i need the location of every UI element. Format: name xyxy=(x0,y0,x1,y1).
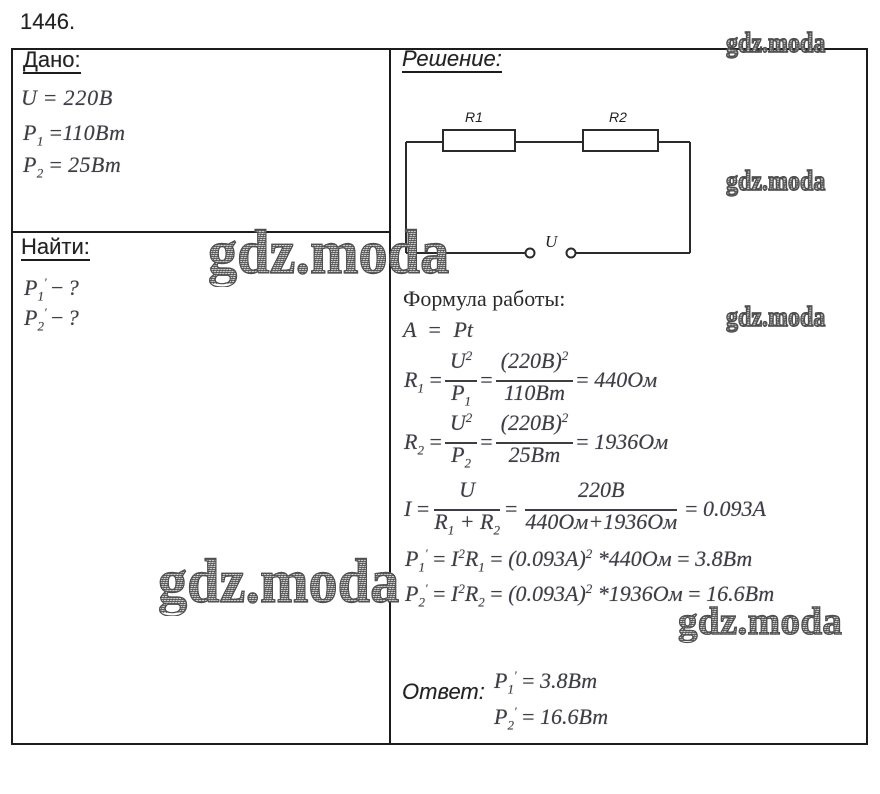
svg-text:R2: R2 xyxy=(609,109,627,125)
svg-text:U: U xyxy=(545,232,559,251)
svg-text:R1: R1 xyxy=(465,109,483,125)
